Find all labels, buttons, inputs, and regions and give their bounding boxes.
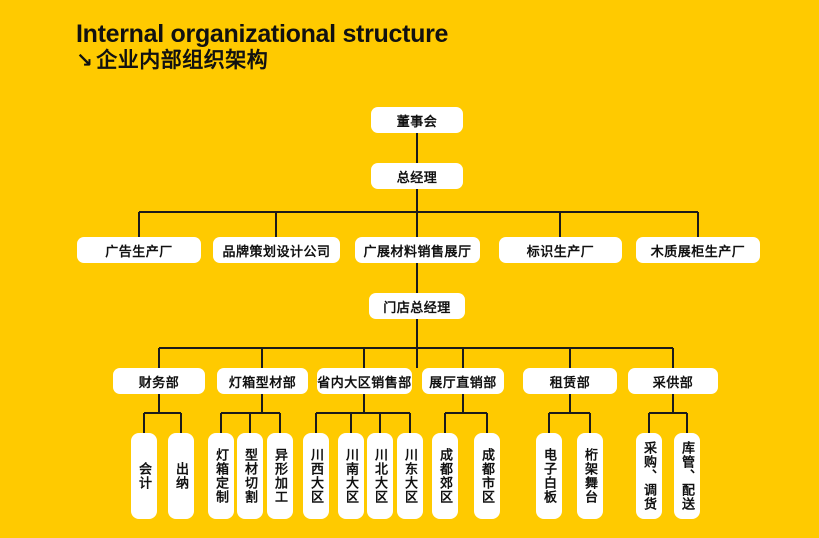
node-showroom-direct-sales-dept: 展厅直销部 (422, 368, 504, 394)
title-chinese-text: 企业内部组织架构 (96, 49, 269, 72)
node-leasing-dept: 租赁部 (523, 368, 617, 394)
node-board-of-directors: 董事会 (371, 107, 463, 133)
node-chuanbei-region: 川北大区 (367, 433, 393, 519)
node-chuandong-region: 川东大区 (397, 433, 423, 519)
node-provincial-region-sales-dept: 省内大区销售部 (317, 368, 412, 394)
node-procurement-supply-dept: 采供部 (628, 368, 718, 394)
node-purchasing-goods-transfer: 采购、调货 (636, 433, 662, 519)
node-lightbox-customization: 灯箱定制 (208, 433, 234, 519)
page-title: Internal organizational structure ↘ 企业内部… (76, 20, 448, 74)
node-wooden-showcase-factory: 木质展柜生产厂 (636, 237, 760, 263)
node-lightbox-profile-dept: 灯箱型材部 (217, 368, 308, 394)
node-chengdu-city: 成都市区 (474, 433, 500, 519)
node-electronic-whiteboard: 电子白板 (536, 433, 562, 519)
node-store-general-manager: 门店总经理 (369, 293, 465, 319)
node-chuanxi-region: 川西大区 (303, 433, 329, 519)
node-materials-sales-showroom: 广展材料销售展厅 (355, 237, 480, 263)
node-general-manager: 总经理 (371, 163, 463, 189)
node-profile-cutting: 型材切割 (237, 433, 263, 519)
node-truss-stage: 桁架舞台 (577, 433, 603, 519)
node-chengdu-suburbs: 成都郊区 (432, 433, 458, 519)
node-warehouse-delivery: 库管、配送 (674, 433, 700, 519)
southeast-arrow-icon: ↘ (76, 50, 94, 72)
node-special-shape-processing: 异形加工 (267, 433, 293, 519)
node-chuannan-region: 川南大区 (338, 433, 364, 519)
node-brand-planning-design-company: 品牌策划设计公司 (213, 237, 340, 263)
node-signage-production-factory: 标识生产厂 (499, 237, 622, 263)
node-finance-dept: 财务部 (113, 368, 205, 394)
node-ad-production-factory: 广告生产厂 (77, 237, 201, 263)
title-chinese: ↘ 企业内部组织架构 (76, 48, 448, 74)
node-cashier: 出纳 (168, 433, 194, 519)
title-english: Internal organizational structure (76, 20, 449, 48)
node-accounting: 会计 (131, 433, 157, 519)
